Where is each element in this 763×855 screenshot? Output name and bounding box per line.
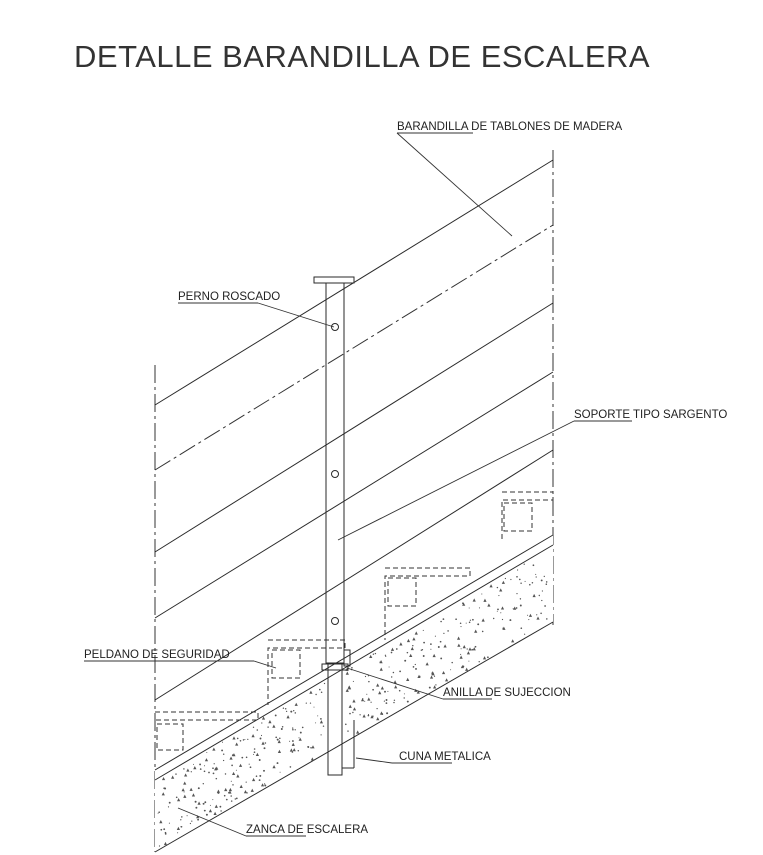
safety-steps — [155, 491, 554, 751]
svg-text:ZANCA DE ESCALERA: ZANCA DE ESCALERA — [246, 824, 368, 836]
concrete-hatch — [157, 563, 548, 847]
wooden-plank-lines — [154, 159, 554, 701]
label-peldano: PELDANO DE SEGURIDAD — [84, 649, 277, 669]
label-barandilla: BARANDILLA DE TABLONES DE MADERA — [396, 121, 623, 237]
label-soporte: SOPORTE TIPO SARGENTO — [337, 409, 727, 541]
label-perno: PERNO ROSCADO — [178, 291, 335, 328]
svg-text:PELDANO DE SEGURIDAD: PELDANO DE SEGURIDAD — [84, 649, 230, 661]
svg-text:CUNA METALICA: CUNA METALICA — [399, 751, 491, 763]
svg-text:SOPORTE TIPO SARGENTO: SOPORTE TIPO SARGENTO — [574, 409, 727, 421]
svg-text:PERNO ROSCADO: PERNO ROSCADO — [178, 291, 280, 303]
sargento-support-post — [313, 276, 355, 776]
stair-stringer — [154, 534, 554, 853]
svg-text:ANILLA DE SUJECCION: ANILLA DE SUJECCION — [443, 687, 571, 699]
svg-text:BARANDILLA DE TABLONES DE MADE: BARANDILLA DE TABLONES DE MADERA — [397, 121, 623, 133]
metal-wedge — [342, 720, 355, 769]
label-cuna: CUNA METALICA — [355, 751, 491, 764]
label-zanca: ZANCA DE ESCALERA — [177, 807, 368, 837]
label-anilla: ANILLA DE SUJECCION — [346, 667, 571, 700]
drawing-title: DETALLE BARANDILLA DE ESCALERA — [74, 39, 650, 74]
